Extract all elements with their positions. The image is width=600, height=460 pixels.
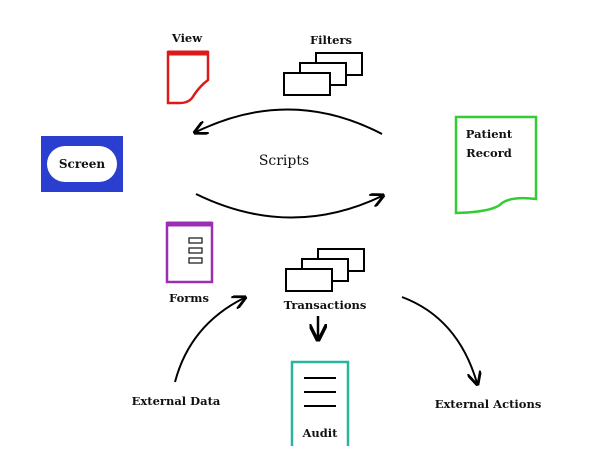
audit-node: Audit [290,360,350,446]
screen-label: Screen [59,157,106,171]
audit-lines [304,377,336,407]
patient-record-label-line1: Patient [466,127,513,141]
transactions-node: Transactions [284,248,367,312]
external-data-label: External Data [132,394,221,408]
cycle-arrow-bottom [195,193,382,219]
external-actions-arrow [401,296,477,383]
forms-fields [188,237,203,264]
external-actions-node: External Actions [401,296,542,411]
patient-record-label-line2: Record [466,146,512,160]
external-actions-label: External Actions [435,397,542,411]
transactions-label: Transactions [284,298,367,312]
document-icon [454,115,538,215]
audit-icon [290,360,350,446]
forms-node: Forms [165,221,214,305]
filters-stack-icon [283,52,363,96]
filters-label: Filters [310,33,352,47]
scripts-label: Scripts [259,153,309,169]
view-node: View [166,31,210,105]
view-icon [166,50,210,105]
filters-node: Filters [283,33,363,96]
transactions-stack-icon [285,248,365,292]
scripts-cycle: Scripts [195,108,383,219]
screen-node: Screen [41,136,123,192]
forms-label: Forms [169,291,209,305]
external-data-node: External Data [132,298,244,408]
cycle-arrow-top [196,108,383,135]
external-data-arrow [174,298,244,383]
screen-pill [47,146,117,182]
patient-record-node: Patient Record [454,115,538,215]
audit-label: Audit [301,426,338,440]
view-label: View [171,31,203,45]
